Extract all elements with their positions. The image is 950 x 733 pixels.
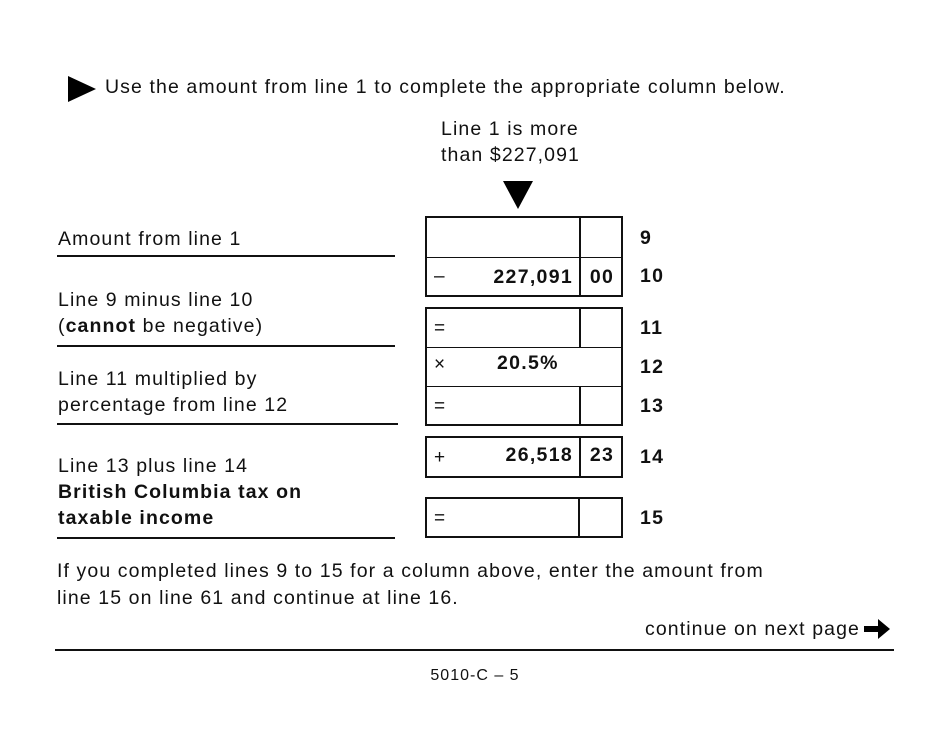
cents-divider (579, 387, 581, 424)
dollars-value: 26,518 (505, 444, 573, 466)
box-lines-11-13: = × 20.5% = (425, 307, 623, 426)
equals-operator: = (434, 318, 446, 339)
cents-divider (578, 499, 580, 536)
line-10-field: – 227,091 00 (427, 257, 621, 295)
emphasis-cannot: cannot (65, 315, 137, 337)
box-line-15: = (425, 497, 623, 538)
multiply-operator: × (434, 354, 446, 375)
label-line9: Amount from line 1 (58, 228, 242, 250)
continue-next-page: continue on next page (645, 616, 890, 642)
intro-instruction: Use the amount from line 1 to complete t… (105, 76, 786, 98)
equals-operator: = (434, 508, 446, 529)
box-lines-9-10: – 227,091 00 (425, 216, 623, 297)
paren: ( (58, 315, 66, 337)
label-rule (57, 255, 395, 257)
label-rule (57, 423, 398, 425)
cents-divider (579, 438, 581, 476)
right-triangle-icon (68, 76, 96, 102)
line-number-11: 11 (640, 317, 664, 339)
label-rest: be negative) (136, 315, 264, 337)
label-line11-a: Line 9 minus line 10 (58, 289, 254, 311)
footer-instruction: If you completed lines 9 to 15 for a col… (57, 558, 764, 612)
minus-operator: – (434, 266, 445, 287)
line-number-14: 14 (640, 446, 665, 468)
label-line13-a: Line 11 multiplied by (58, 368, 258, 390)
line-12-rate: × 20.5% (427, 347, 621, 386)
cents-divider (579, 258, 581, 295)
page-divider (55, 649, 894, 651)
right-arrow-icon (864, 618, 890, 640)
rate-value: 20.5% (497, 352, 559, 374)
label-rule (57, 345, 395, 347)
dollars-value: 227,091 (493, 266, 573, 288)
label-line11-b: (cannot be negative) (58, 313, 263, 339)
line-14-field: + 26,518 23 (427, 438, 621, 476)
cents-divider (579, 218, 581, 257)
line-number-10: 10 (640, 265, 665, 287)
column-heading-line2: than $227,091 (441, 144, 581, 166)
line-number-15: 15 (640, 507, 665, 529)
line-number-12: 12 (640, 356, 665, 378)
line-9-field[interactable] (427, 218, 621, 257)
line-number-9: 9 (640, 227, 653, 249)
continue-label: continue on next page (644, 618, 860, 640)
line-15-field[interactable]: = (427, 499, 621, 536)
cents-value: 00 (589, 266, 615, 288)
line-number-13: 13 (640, 395, 665, 417)
down-triangle-icon (503, 181, 533, 209)
box-line-14: + 26,518 23 (425, 436, 623, 478)
line-13-field[interactable]: = (427, 386, 621, 424)
label-line13-b: percentage from line 12 (58, 394, 289, 416)
footer-instruction-line1: If you completed lines 9 to 15 for a col… (57, 560, 764, 582)
footer-instruction-line2: line 15 on line 61 and continue at line … (57, 587, 459, 609)
label-line15-b: British Columbia tax on (58, 481, 303, 503)
label-line15-c: taxable income (58, 507, 215, 529)
column-heading-line1: Line 1 is more (441, 118, 579, 140)
page-number: 5010-C – 5 (430, 667, 520, 684)
cents-divider (579, 309, 581, 347)
plus-operator: + (434, 447, 446, 468)
label-line15-a: Line 13 plus line 14 (58, 455, 249, 477)
label-rule (57, 537, 395, 539)
line-11-field[interactable]: = (427, 309, 621, 347)
equals-operator: = (434, 396, 446, 417)
cents-value: 23 (589, 444, 615, 466)
column-heading: Line 1 is more than $227,091 (441, 116, 580, 168)
